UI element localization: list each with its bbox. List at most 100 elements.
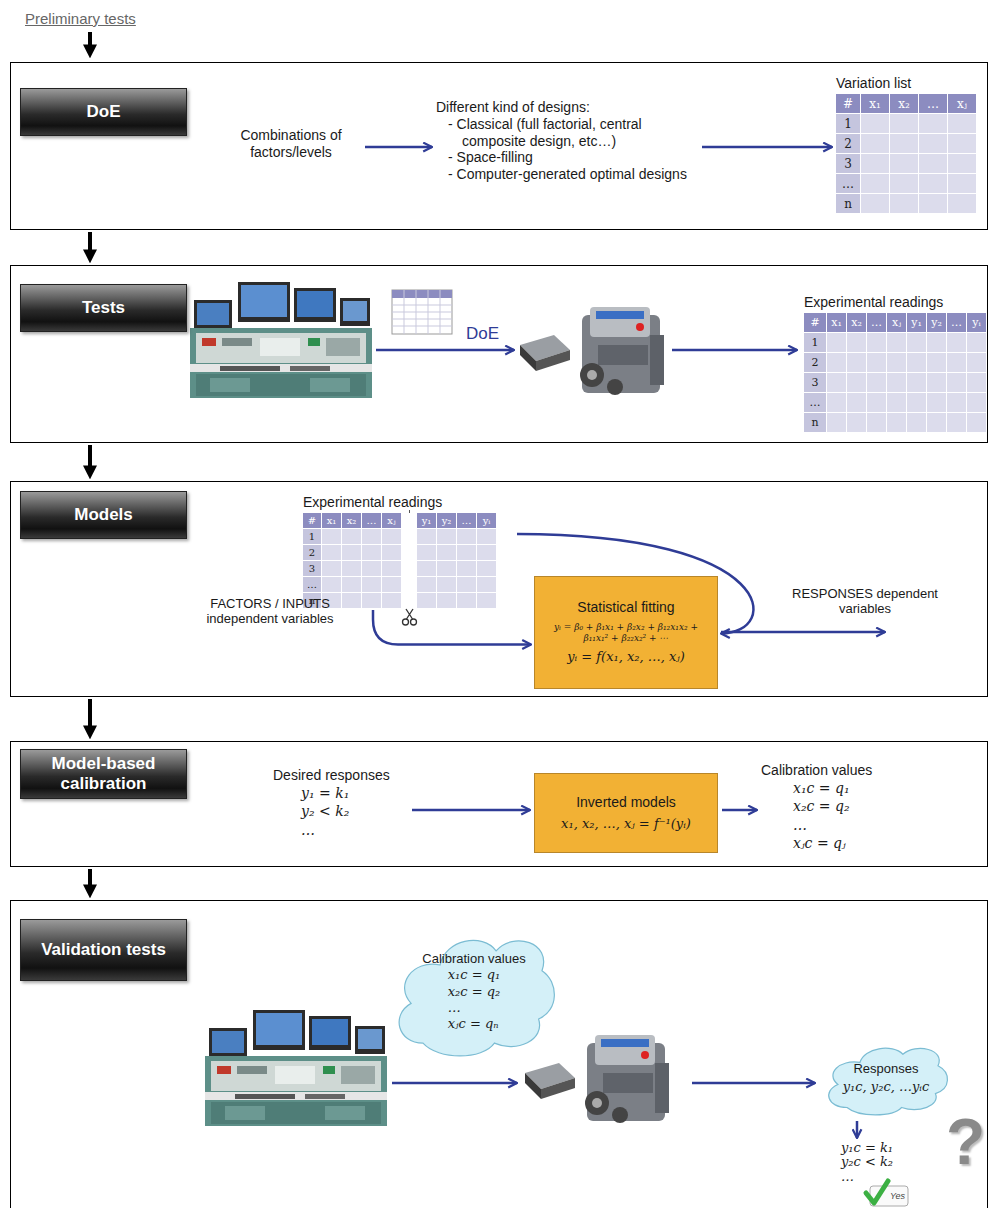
- table-header-cell: #: [836, 94, 860, 113]
- question-mark: ?: [946, 1106, 985, 1180]
- table-header-cell: #: [303, 513, 321, 528]
- table-cell: [967, 353, 986, 372]
- table-cut-gap: [402, 593, 416, 608]
- cloud-title: Calibration values: [389, 951, 559, 967]
- table-header-cell: y₂: [437, 513, 456, 528]
- cloud-line: y₁c, y₂c, …yᵢc: [843, 1079, 929, 1095]
- table-cell: [907, 373, 926, 392]
- value-cloud: Calibration valuesx₁c = q₁x₂c = q₂…xⱼc =…: [389, 921, 559, 1063]
- cloud-lines: y₁c, y₂c, …yᵢc: [843, 1079, 929, 1095]
- table-cell: [947, 373, 966, 392]
- table-header-cell: y₂: [927, 313, 946, 332]
- table-cell: [457, 545, 476, 560]
- table-cell: [887, 413, 906, 432]
- table-cell: [890, 174, 918, 193]
- test-bench-picture: [205, 1010, 387, 1126]
- table-cell: [907, 393, 926, 412]
- table-cell: [887, 393, 906, 412]
- process-panel: DoE Combinations of factors/levels Differe…: [10, 62, 988, 230]
- table-cell: [890, 114, 918, 133]
- table-cell: [927, 333, 946, 352]
- table-cell: [867, 353, 886, 372]
- table-cell: [919, 114, 947, 133]
- table-row-label: 1: [836, 114, 860, 133]
- table-cell: [827, 353, 846, 372]
- table-cut-gap: [402, 513, 416, 528]
- table-header-cell: yᵢ: [967, 313, 986, 332]
- table-cell: [342, 545, 361, 560]
- requirement-list: Desired responsesy₁ = k₁y₂ < k₂…: [273, 766, 408, 839]
- table-cell: [967, 413, 986, 432]
- design-list: Different kind of designs:- Classical (f…: [436, 99, 698, 183]
- cloud-shape: [829, 1048, 948, 1115]
- table-cell: [967, 333, 986, 352]
- side-note: RESPONSES dependent variables: [790, 587, 940, 617]
- table-cell: [342, 593, 361, 608]
- table-cell: [861, 174, 889, 193]
- flow-connector: [702, 146, 832, 149]
- panel-title: DoE: [87, 102, 121, 122]
- cloud-lines: x₁c = q₁x₂c = q₂…xⱼc = qₙ: [448, 967, 501, 1032]
- table-grid: #x₁x₂…xⱼy₁y₂…yᵢ123…n: [804, 313, 986, 432]
- table-cut-gap: [402, 545, 416, 560]
- flow-connector: [856, 1121, 859, 1138]
- stage-arrow: [88, 699, 92, 731]
- flow-arrow: [672, 349, 797, 352]
- readings-table: Experimental readings#x₁x₂…xⱼy₁y₂…yᵢ123……: [303, 494, 513, 608]
- table-cell: [847, 373, 866, 392]
- table-title: Experimental readings: [303, 494, 513, 510]
- table-header-cell: …: [457, 513, 476, 528]
- table-cell: [827, 373, 846, 392]
- table-cell: [362, 529, 381, 544]
- table-cut-gap: [402, 577, 416, 592]
- table-cell: [867, 373, 886, 392]
- flow-connector: [412, 809, 530, 812]
- table-header-cell: yᵢ: [477, 513, 496, 528]
- table-header-cell: xⱼ: [887, 313, 906, 332]
- table-cell: [437, 545, 456, 560]
- table-header-cell: x₂: [342, 513, 361, 528]
- table-cell: [827, 413, 846, 432]
- cloud-line: …: [448, 1000, 501, 1016]
- list-item: - Space-filling: [436, 149, 698, 166]
- formula-line: x₂c = q₂: [761, 797, 891, 815]
- table-cell: [919, 134, 947, 153]
- arrow-label: DoE: [466, 324, 499, 344]
- flow-arrow: [721, 631, 885, 634]
- cloud-line: xⱼc = qₙ: [448, 1016, 501, 1032]
- table-row-label: …: [303, 577, 321, 592]
- check-list: y₁c = k₁y₂c < k₂…: [841, 1141, 931, 1184]
- table-cut-gap: [402, 529, 416, 544]
- table-cell: [322, 577, 341, 592]
- flow-connector: [365, 146, 432, 149]
- cloud-outline: [821, 1037, 951, 1119]
- table-cell: [382, 577, 401, 592]
- table-row-label: 1: [303, 529, 321, 544]
- cloud-line: x₂c = q₂: [448, 984, 501, 1000]
- table-header-cell: x₁: [322, 513, 341, 528]
- table-cell: [887, 373, 906, 392]
- table-cell: [437, 529, 456, 544]
- table-row-label: …: [804, 393, 826, 412]
- table-header-cell: …: [947, 313, 966, 332]
- table-cell: [477, 577, 496, 592]
- table-grid: #x₁x₂…xⱼ123…n: [836, 94, 976, 213]
- table-header-cell: x₂: [890, 94, 918, 113]
- stage-arrow: [88, 445, 92, 471]
- table-cell: [947, 393, 966, 412]
- step-text-line: Combinations of factors/levels: [221, 127, 361, 161]
- process-panel: Model-based calibrationDesired responses…: [10, 741, 988, 867]
- stage-arrow: [88, 869, 92, 890]
- table-cell: [457, 529, 476, 544]
- formula-line: y₁c = k₁: [841, 1141, 931, 1155]
- table-cell: [890, 194, 918, 213]
- table-header-cell: xⱼ: [382, 513, 401, 528]
- table-cell: [342, 561, 361, 576]
- variation-table: Variation list#x₁x₂…xⱼ123…n: [836, 75, 988, 213]
- table-cell: [342, 529, 361, 544]
- table-header-cell: …: [919, 94, 947, 113]
- table-cell: [362, 561, 381, 576]
- table-cell: [457, 593, 476, 608]
- table-cell: [847, 393, 866, 412]
- doe-table-icon: [392, 290, 452, 334]
